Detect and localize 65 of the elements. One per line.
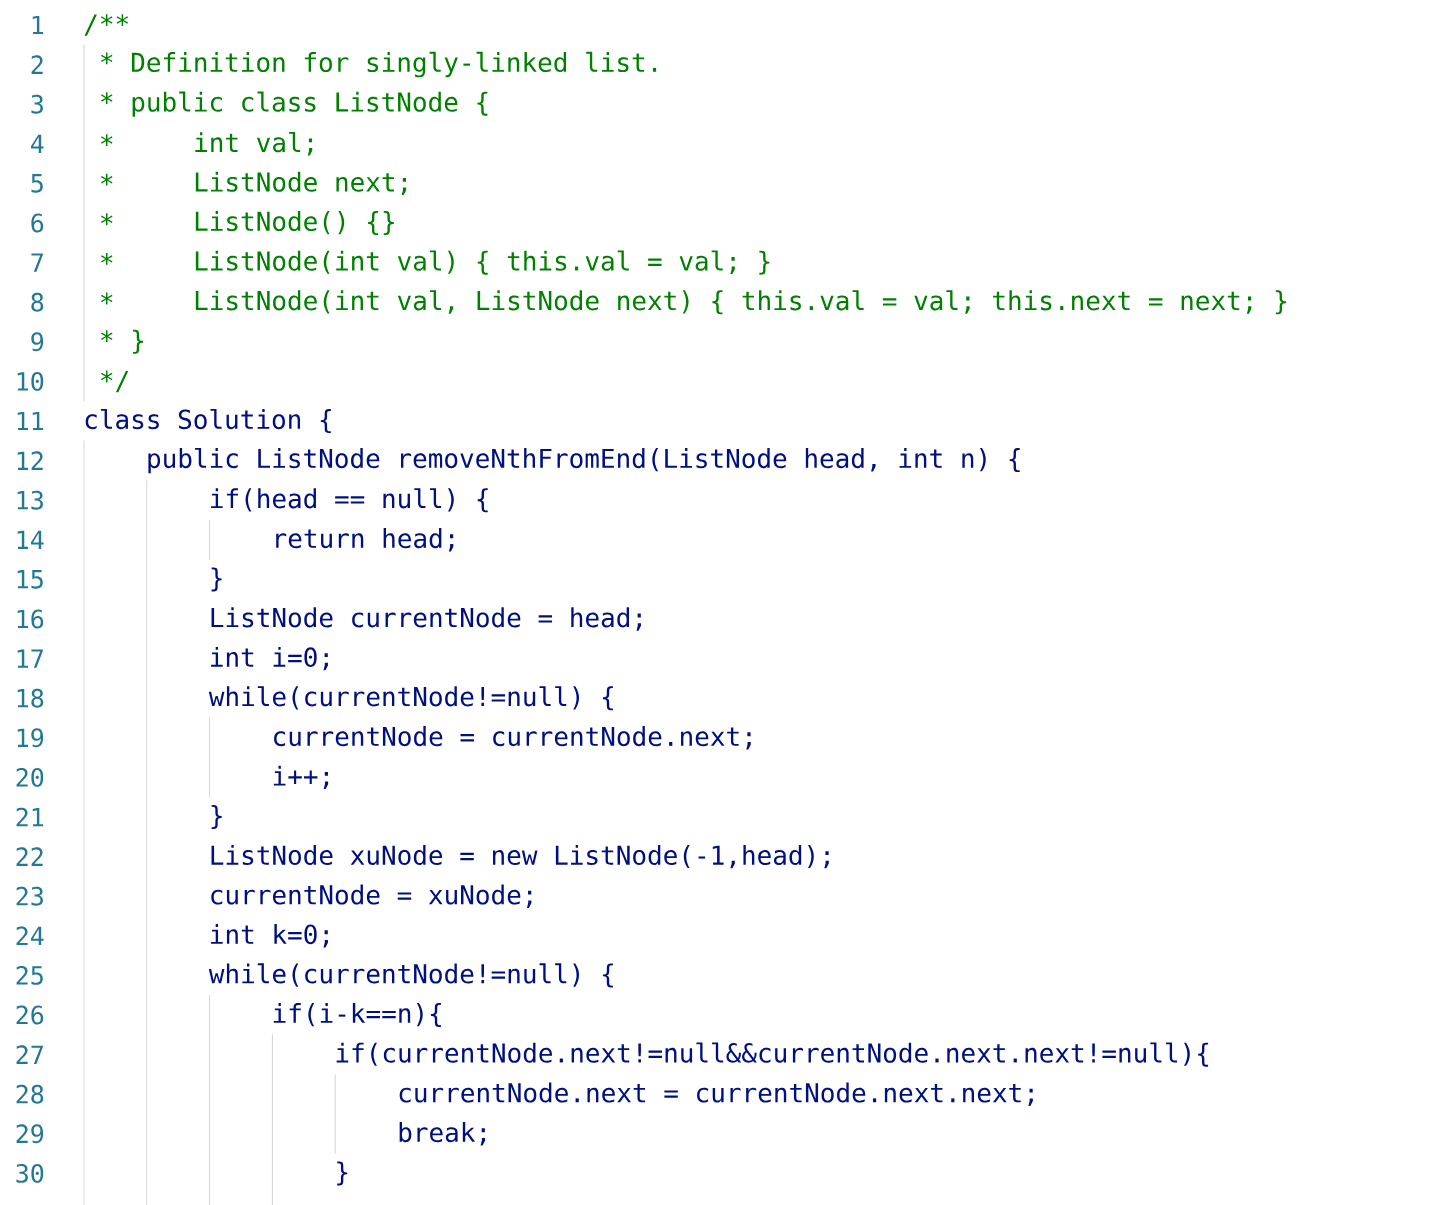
line-number: 24 xyxy=(16,926,44,946)
line-number: 15 xyxy=(17,570,43,589)
code-comment: * xyxy=(101,292,113,305)
line-number: 14 xyxy=(17,530,44,549)
code-line: int k=0; xyxy=(211,924,328,948)
code-line: currentNode = xuNode; xyxy=(211,884,532,908)
line-number: 25 xyxy=(16,965,43,985)
line-number: 20 xyxy=(16,767,44,787)
line-number: 5 xyxy=(31,174,43,193)
code-line: } xyxy=(211,567,222,592)
line-number: 19 xyxy=(17,728,44,748)
code-line: while(currentNode!=null) { xyxy=(208,963,613,988)
line-number: 27 xyxy=(16,1045,43,1064)
line-number: 6 xyxy=(31,213,44,233)
code-comment: * Definition for singly-linked list. xyxy=(101,51,657,78)
line-number: 7 xyxy=(31,253,43,272)
line-number: 16 xyxy=(17,609,44,629)
line-number: 26 xyxy=(16,1005,44,1025)
line-number: 2 xyxy=(31,55,43,74)
line-number: 1 xyxy=(32,15,44,35)
line-number: 18 xyxy=(17,688,44,708)
line-number: 28 xyxy=(16,1084,44,1104)
code-comment: * xyxy=(101,134,113,146)
code-line: if(i-k==n){ xyxy=(273,1003,441,1027)
line-number: 13 xyxy=(17,490,43,510)
line-number: 8 xyxy=(31,292,44,312)
code-comment: ListNode(int val, ListNode next) { this.val = val; this.next = next; } xyxy=(195,290,1286,315)
line-number: 17 xyxy=(17,649,43,668)
code-line: i++; xyxy=(273,765,329,790)
line-number: 29 xyxy=(16,1124,44,1144)
line-number: 9 xyxy=(31,332,44,352)
code-comment: * xyxy=(101,173,113,186)
line-number: 30 xyxy=(16,1163,44,1183)
code-line: currentNode = currentNode.next; xyxy=(274,726,751,750)
code-line: public ListNode removeNthFromEnd(ListNode head, int n) { xyxy=(148,447,1020,474)
code-comment: * public class ListNode { xyxy=(101,91,488,117)
code-comment: * } xyxy=(101,329,144,354)
code-line: if(head == null) { xyxy=(211,488,488,513)
code-line: while(currentNode!=null) { xyxy=(208,686,613,711)
code-comment: ListNode(int val) { this.val = val; } xyxy=(195,250,770,275)
line-number: 3 xyxy=(31,94,43,114)
line-number: 11 xyxy=(17,411,44,431)
code-comment: ListNode() {} xyxy=(195,211,394,235)
code-comment: /** xyxy=(84,14,129,36)
line-number: 4 xyxy=(31,134,44,153)
code-line: int i=0; xyxy=(211,646,328,671)
code-line: ListNode xuNode = new ListNode(-1,head); xyxy=(211,844,829,869)
code-comment: * xyxy=(101,252,113,265)
line-number: 10 xyxy=(17,371,44,391)
code-line: } xyxy=(211,805,222,829)
code-comment: int val; xyxy=(195,132,313,156)
code-line: return head; xyxy=(276,528,454,552)
code-line: break; xyxy=(399,1122,486,1146)
code-comment: ListNode next; xyxy=(195,171,407,196)
code-line: ListNode currentNode = head; xyxy=(211,607,641,631)
code-comment: * xyxy=(101,213,113,226)
line-number: 23 xyxy=(16,886,43,906)
line-number: 22 xyxy=(16,847,43,866)
line-number: 12 xyxy=(17,451,43,470)
code-comment: */ xyxy=(101,370,129,393)
code-line: if(currentNode.next!=null&&currentNode.next.next!=null){ xyxy=(336,1042,1209,1067)
line-number: 21 xyxy=(16,807,44,827)
code-line: currentNode.next = currentNode.next.next; xyxy=(399,1082,1033,1106)
code-line: class Solution { xyxy=(85,408,331,434)
code-line: } xyxy=(337,1161,348,1186)
